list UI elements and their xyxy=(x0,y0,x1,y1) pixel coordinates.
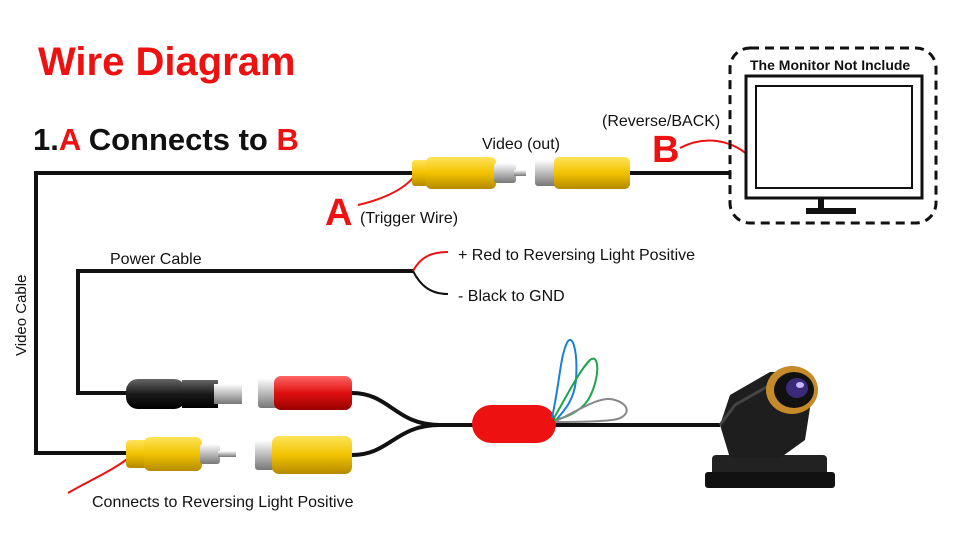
video-out-label: Video (out) xyxy=(482,136,560,153)
video-cable-label: Video Cable xyxy=(13,275,30,356)
rca-jack-video-out-icon xyxy=(535,157,630,189)
trigger-wires-icon xyxy=(551,338,628,423)
rca-plug-bottom-icon xyxy=(126,437,236,471)
red-power-socket-icon xyxy=(258,376,352,410)
a-letter: A xyxy=(325,192,352,234)
monitor-icon xyxy=(744,74,924,214)
trigger-wire-label: (Trigger Wire) xyxy=(360,210,458,227)
black-gnd-wire xyxy=(412,270,449,295)
backup-camera-icon xyxy=(705,366,835,488)
power-cable-label: Power Cable xyxy=(110,251,202,268)
rca-jack-bottom-icon xyxy=(255,436,352,474)
dc-power-plug-icon xyxy=(126,379,242,409)
red-junction-sleeve-icon xyxy=(472,405,556,443)
black-wires xyxy=(34,171,730,457)
b-letter: B xyxy=(652,129,679,171)
step-heading: 1.A Connects to B xyxy=(33,122,299,157)
page-title: Wire Diagram xyxy=(38,40,296,84)
monitor-note-label: The Monitor Not Include xyxy=(750,57,910,73)
reversing-positive-label: Connects to Reversing Light Positive xyxy=(92,494,354,511)
rca-plug-a-icon xyxy=(412,157,526,189)
reverse-back-label: (Reverse/BACK) xyxy=(602,113,720,130)
monitor-not-included-box xyxy=(728,46,938,225)
red-positive-label: + Red to Reversing Light Positive xyxy=(458,247,695,264)
black-gnd-label: - Black to GND xyxy=(458,288,565,305)
